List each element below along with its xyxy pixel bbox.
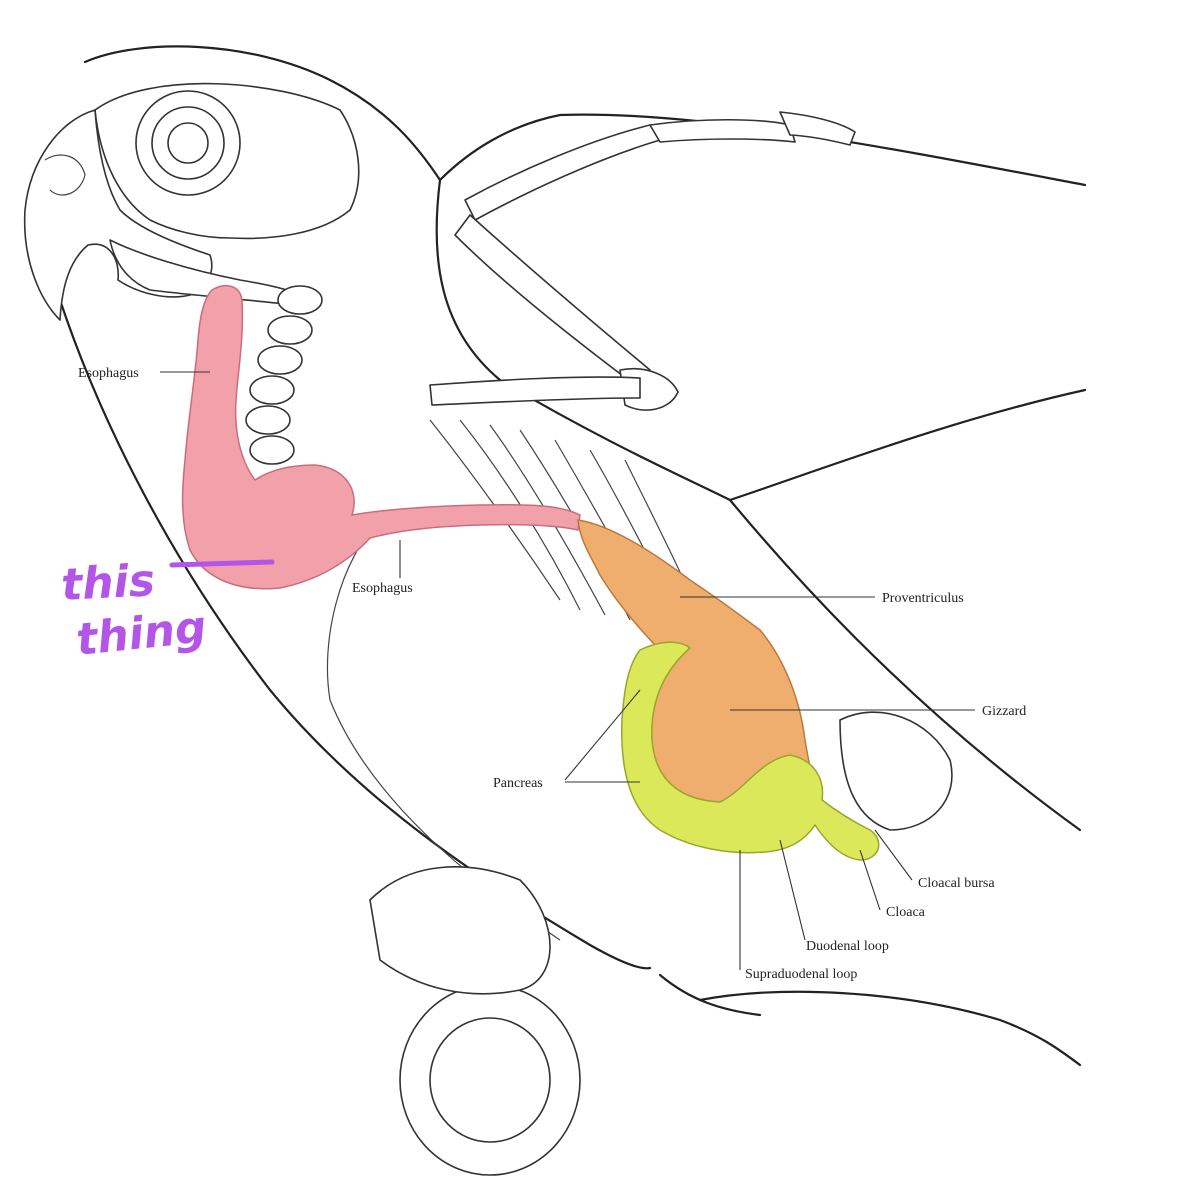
- beak-inner: [44, 154, 86, 196]
- leader-cloaca: [859, 849, 881, 911]
- label-proventriculus: Proventriculus: [882, 591, 964, 606]
- belly-outline: [658, 973, 762, 1017]
- label-duodenal-loop: Duodenal loop: [806, 939, 889, 954]
- back-outline: [728, 388, 1087, 832]
- label-pancreas: Pancreas: [493, 776, 543, 791]
- breast-outline: [58, 298, 652, 970]
- leader-pancreas-1: [564, 689, 641, 781]
- label-supraduodenal-loop: Supraduodenal loop: [745, 967, 857, 982]
- label-esophagus-upper: Esophagus: [78, 366, 139, 381]
- label-cloaca: Cloaca: [886, 905, 926, 920]
- eye-center: [167, 122, 209, 164]
- neck-vertebrae: [245, 285, 323, 465]
- annotation-line-1: this: [60, 555, 156, 611]
- intestinal-loops: [621, 641, 880, 861]
- label-gizzard: Gizzard: [982, 704, 1026, 719]
- pelvis: [839, 711, 953, 831]
- label-esophagus-lower: Esophagus: [352, 581, 413, 596]
- leader-cloacal-bursa: [874, 829, 913, 881]
- annotation-line-2: thing: [74, 602, 209, 666]
- foot-perch: [369, 866, 581, 1176]
- leader-duodenal-loop: [779, 839, 806, 941]
- wing-skeleton: [429, 111, 856, 411]
- label-cloacal-bursa: Cloacal bursa: [918, 876, 995, 891]
- tail-outline: [698, 990, 1082, 1067]
- esophagus-crop: [181, 284, 581, 590]
- annotation-pointer-line: [169, 559, 275, 568]
